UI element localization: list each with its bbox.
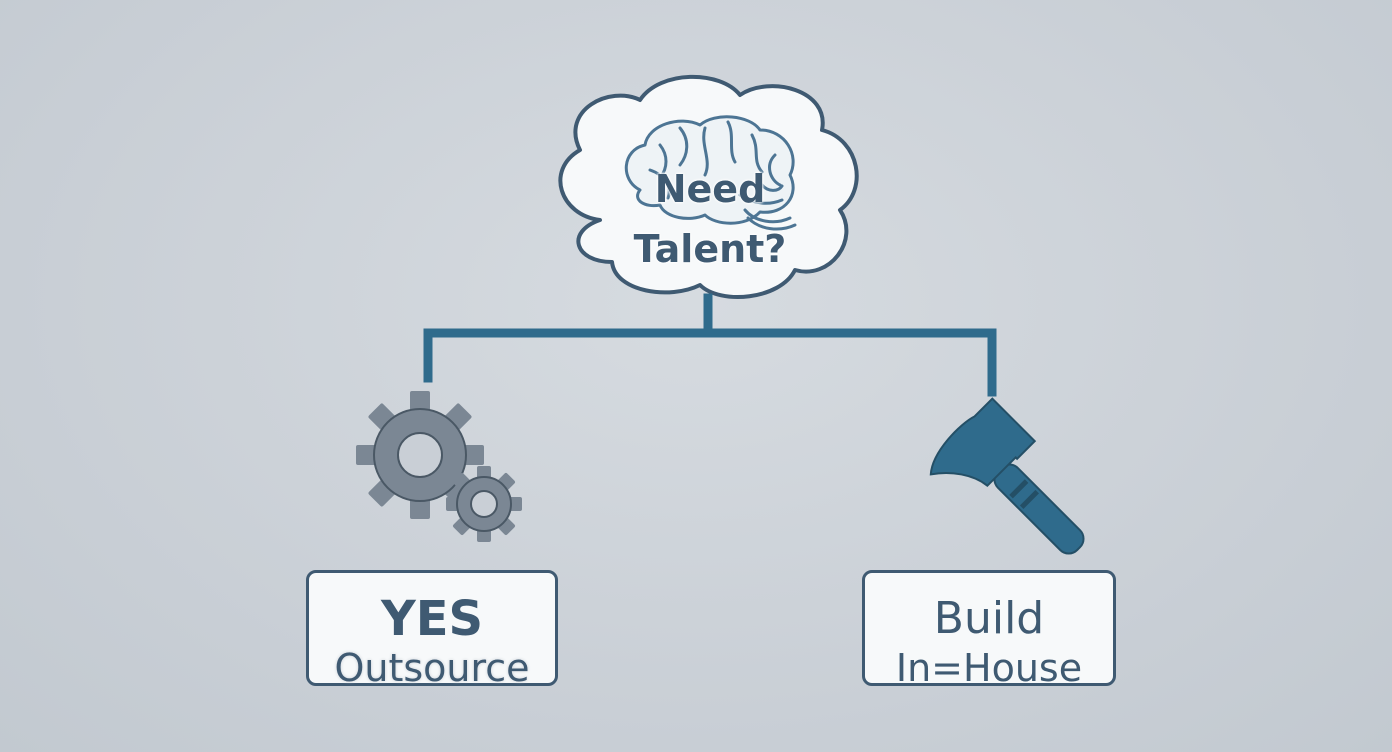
outsource-box: YES Outsource (306, 570, 558, 690)
question-line-1: Need (654, 167, 766, 211)
build-subtitle: In=House (895, 646, 1083, 690)
branch-connector (423, 328, 997, 397)
question-line-2: Talent? (633, 227, 787, 271)
small-gear-icon (446, 466, 522, 542)
outsource-subtitle: Outsource (334, 646, 530, 690)
connector-lines (423, 293, 997, 397)
outsource-title: YES (380, 591, 484, 647)
brain-icon (624, 115, 797, 231)
build-in-house-box: Build In=House (862, 570, 1116, 690)
large-gear-icon (356, 391, 484, 519)
hammer-icon (929, 397, 1085, 555)
gears-icon (356, 391, 522, 542)
build-title: Build (933, 593, 1045, 644)
